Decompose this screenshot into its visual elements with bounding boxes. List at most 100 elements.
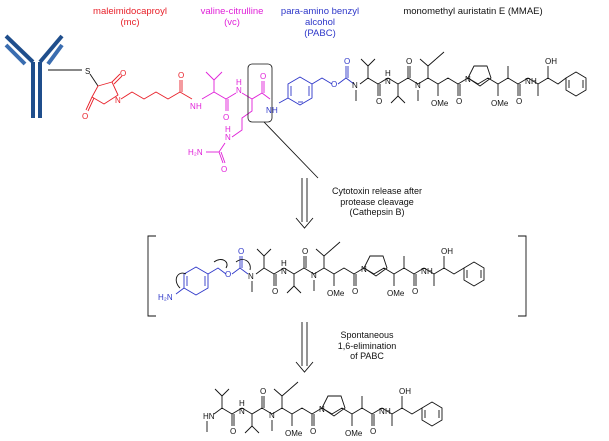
arrow-elimination <box>295 322 314 373</box>
carbonyl-o: O <box>456 97 462 106</box>
pyrrolidine-ring <box>321 395 346 417</box>
carbonyl-o: O <box>352 287 358 296</box>
pabc-name-line1: para-amino benzyl <box>280 6 360 17</box>
carbonyl-o: O <box>370 427 376 436</box>
amide-h: H <box>427 267 433 276</box>
methoxy-group: OMe <box>327 289 345 298</box>
pabc-benzene-ring <box>183 266 209 296</box>
top-adc-structure: S O O N O N H O N H N H <box>82 51 587 174</box>
step-elimination: Spontaneous 1,6-elimination of PABC <box>322 330 412 362</box>
n-methyl-amide-n: N <box>269 411 275 420</box>
electron-arrow <box>175 272 187 289</box>
citrulline-backbone <box>241 92 263 100</box>
hydroxyl-group: OH <box>441 247 453 256</box>
mmae-n-methyl: N <box>248 272 254 281</box>
succinimide-ring <box>91 81 119 105</box>
imide-n: N <box>115 96 121 105</box>
amide-n: N <box>239 407 245 416</box>
pyrrolidine-n: N <box>465 75 471 84</box>
mmae-chain-middle <box>255 267 465 275</box>
carbonyl-o: O <box>412 287 418 296</box>
amide-n: N <box>421 267 427 276</box>
mmae-name: monomethyl auristatin E (MMAE) <box>403 6 543 17</box>
mc-label: maleimidocaproyl (mc) <box>82 6 178 28</box>
carbonyl-o: O <box>230 427 236 436</box>
hydroxyl-group: OH <box>399 387 411 396</box>
carbamate-carbonyl-o: O <box>238 247 244 256</box>
amide-n: N <box>190 102 196 111</box>
sulfur-atom: S <box>85 67 90 76</box>
carbonyl-o: O <box>310 427 316 436</box>
vc-label: valine-citrulline (vc) <box>188 6 276 28</box>
pyrrolidine-ring <box>363 255 388 277</box>
carbonyl-o: O <box>272 287 278 296</box>
intermediate-bracket <box>147 235 527 317</box>
cleavage-site-box <box>247 63 273 123</box>
methoxy-group: OMe <box>491 99 509 108</box>
pyrrolidine-n: N <box>361 265 367 274</box>
mmae-chain-bottom <box>213 407 423 415</box>
urea-nh2: H₂N <box>188 148 203 157</box>
step1-line3: (Cathepsin B) <box>349 207 405 217</box>
carbonyl-o: O <box>302 247 308 256</box>
methoxy-group: OMe <box>387 289 405 298</box>
valine-backbone <box>201 91 227 100</box>
caproyl-chain <box>120 91 181 100</box>
carbonyl-o: O <box>260 72 266 81</box>
amide-n: N <box>236 86 242 95</box>
amide-n: N <box>385 77 391 86</box>
urea-n: N <box>225 133 231 142</box>
phenyl-ring <box>463 261 485 287</box>
mc-abbr: (mc) <box>120 17 140 28</box>
vc-abbr: (vc) <box>224 17 240 28</box>
step-protease-cleavage: Cytotoxin release after protease cleavag… <box>322 186 432 218</box>
citrulline-sidechain <box>231 99 253 138</box>
carbonyl-o: O <box>260 387 266 396</box>
carbonyl-o: O <box>376 97 382 106</box>
amide-h: H <box>281 259 287 268</box>
amide-h: H <box>236 78 242 87</box>
step2-line2: 1,6-elimination <box>337 340 397 351</box>
pyrrolidine-n: N <box>319 405 325 414</box>
step2-line1: Spontaneous <box>340 330 394 340</box>
amide-h: H <box>385 69 391 78</box>
pabc-name-line2: alcohol <box>304 17 336 28</box>
phenyl-ring <box>565 71 587 97</box>
methoxy-group: OMe <box>431 99 449 108</box>
carbonyl-o: O <box>120 69 126 78</box>
step1-line2: protease cleavage <box>340 196 414 207</box>
step1-line1: Cytotoxin release after <box>331 186 423 196</box>
electron-arrow <box>213 259 228 269</box>
carbamate-o: O <box>225 270 231 279</box>
arrow-protease-cleavage <box>263 121 319 229</box>
hydroxyl-group: OH <box>545 57 557 66</box>
amide-h: H <box>531 77 537 86</box>
n-methyl-amide-n: N <box>311 271 317 280</box>
step2-line3: of PABC <box>350 351 384 361</box>
pyrrolidine-ring <box>467 65 492 87</box>
amide-n: N <box>281 267 287 276</box>
carbonyl-o: O <box>82 112 88 121</box>
anilide-n: N <box>266 106 272 115</box>
urea-h: H <box>225 125 231 134</box>
carbonyl-o: O <box>223 113 229 122</box>
mmae-label: monomethyl auristatin E (MMAE) <box>388 6 558 17</box>
vc-name: valine-citrulline <box>200 6 264 17</box>
amide-h: H <box>385 407 391 416</box>
aniline-nh2: H₂N <box>158 293 173 302</box>
amide-h: H <box>239 399 245 408</box>
amide-h: H <box>196 102 202 111</box>
antibody-icon <box>4 34 64 118</box>
middle-intermediate-structure: H₂N O O N O N H O N <box>158 241 485 302</box>
phenyl-ring <box>421 401 443 427</box>
carbonyl-o: O <box>406 57 412 66</box>
electron-arrow <box>235 259 251 271</box>
pabc-label: para-amino benzyl alcohol (PABC) <box>272 6 368 39</box>
mmae-n-terminal: HN <box>203 412 215 421</box>
mc-name: maleimidocaproyl <box>93 6 167 17</box>
amide-n: N <box>379 407 385 416</box>
carbonyl-o: O <box>178 71 184 80</box>
amide-n: N <box>525 77 531 86</box>
n-methyl-amide-n: N <box>415 81 421 90</box>
